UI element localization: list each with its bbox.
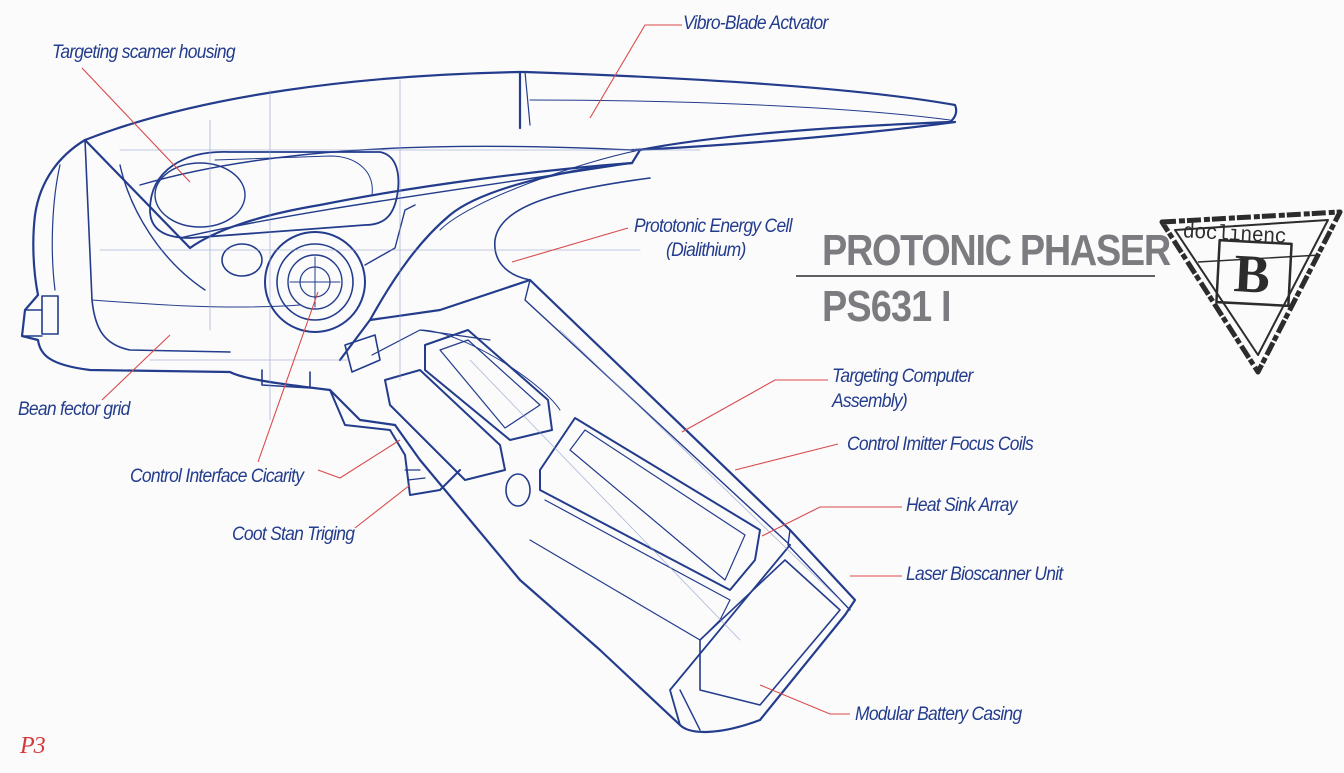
label-energy-cell-sub: (Dialithium) [666,240,746,261]
signature: P3 [20,733,46,759]
model-number: PS631 I [822,282,951,331]
diagram-title: PROTONIC PHASER [822,226,1171,275]
leader-lines [81,24,902,715]
leader-battery [759,684,850,715]
grip-panels [384,329,761,641]
label-emitter-coils: Control Imitter Focus Coils [847,434,1034,455]
grip-outline [368,278,857,733]
stamp-seal [1159,209,1343,375]
leader-heat-sink [761,506,902,537]
label-heat-sink: Heat Sink Array [906,495,1017,516]
label-battery: Modular Battery Casing [855,704,1022,725]
label-targeting-computer: Targeting Computer [832,366,973,387]
label-trigger: Coot Stan Triging [232,524,355,545]
leader-beam-vector [101,334,171,401]
leader-control-interface [317,439,401,479]
leader-vibro-blade [589,24,682,119]
leader-emitter-coils [734,443,839,471]
energy-cell-drawing [221,204,416,333]
scanner-housing [119,151,400,291]
leader-targeting-computer [681,379,828,433]
label-control-interface: Control Interface Cicarity [130,466,304,487]
leader-energy-cell [511,227,629,263]
receiver-outline [338,149,651,362]
label-vibro-blade: Vibro-Blade Actvator [683,13,828,34]
label-targeting-scanner: Targeting scamer housing [52,42,236,63]
leader-trigger [354,484,411,529]
stamp-letter: B [1232,243,1272,305]
label-bioscanner: Laser Bioscanner Unit [906,564,1063,585]
leader-control-interface-2 [257,291,319,463]
nose-outline [20,138,397,427]
leader-targeting-scanner [81,67,191,183]
trigger-drawing [261,334,461,496]
barrel-outline [83,70,958,250]
label-targeting-computer-sub: Assembly) [832,391,908,412]
construction-lines [99,79,841,641]
label-beam-vector: Bean fector grid [18,399,130,420]
label-energy-cell: Prototonic Energy Cell [634,216,792,237]
